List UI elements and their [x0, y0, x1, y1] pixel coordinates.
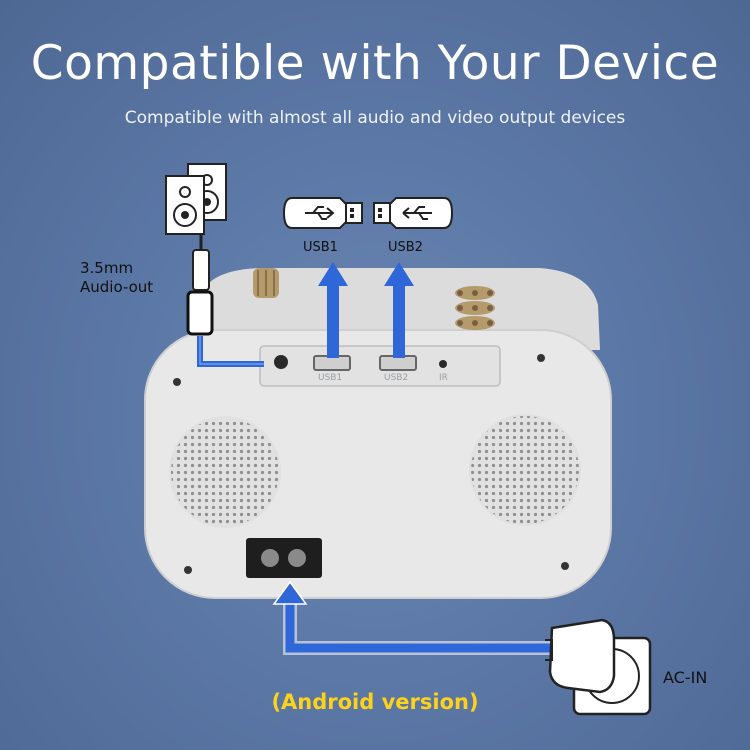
audio-size-text: 3.5mm	[80, 259, 134, 277]
audio-out-label: 3.5mm Audio-out	[80, 259, 153, 297]
ir-sensor	[439, 360, 447, 368]
usb2-arrow	[384, 262, 414, 358]
top-buttons	[455, 286, 495, 330]
port-label-usb2: USB2	[384, 373, 409, 383]
audio-type-text: Audio-out	[80, 278, 154, 296]
speaker-icon	[165, 163, 227, 235]
audio-port	[274, 355, 288, 369]
power-plug-icon	[545, 618, 616, 694]
usb1-label: USB1	[303, 240, 338, 255]
usb1-arrow	[318, 262, 348, 358]
port-label-usb1: USB1	[318, 373, 343, 383]
port-label-ir: IR	[439, 373, 448, 383]
ac-arrow	[272, 580, 552, 655]
version-note: (Android version)	[271, 690, 479, 714]
usb2-port	[379, 355, 417, 371]
power-socket	[246, 538, 322, 578]
ac-in-label: AC-IN	[663, 668, 708, 687]
usb-drive-icon	[282, 197, 363, 229]
audio-jack-icon	[186, 249, 214, 336]
page-subtitle: Compatible with almost all audio and vid…	[124, 108, 626, 128]
usb-drive-icon	[373, 197, 454, 229]
usb1-port	[313, 355, 351, 371]
page-title: Compatible with Your Device	[30, 36, 720, 91]
usb2-label: USB2	[388, 240, 423, 255]
